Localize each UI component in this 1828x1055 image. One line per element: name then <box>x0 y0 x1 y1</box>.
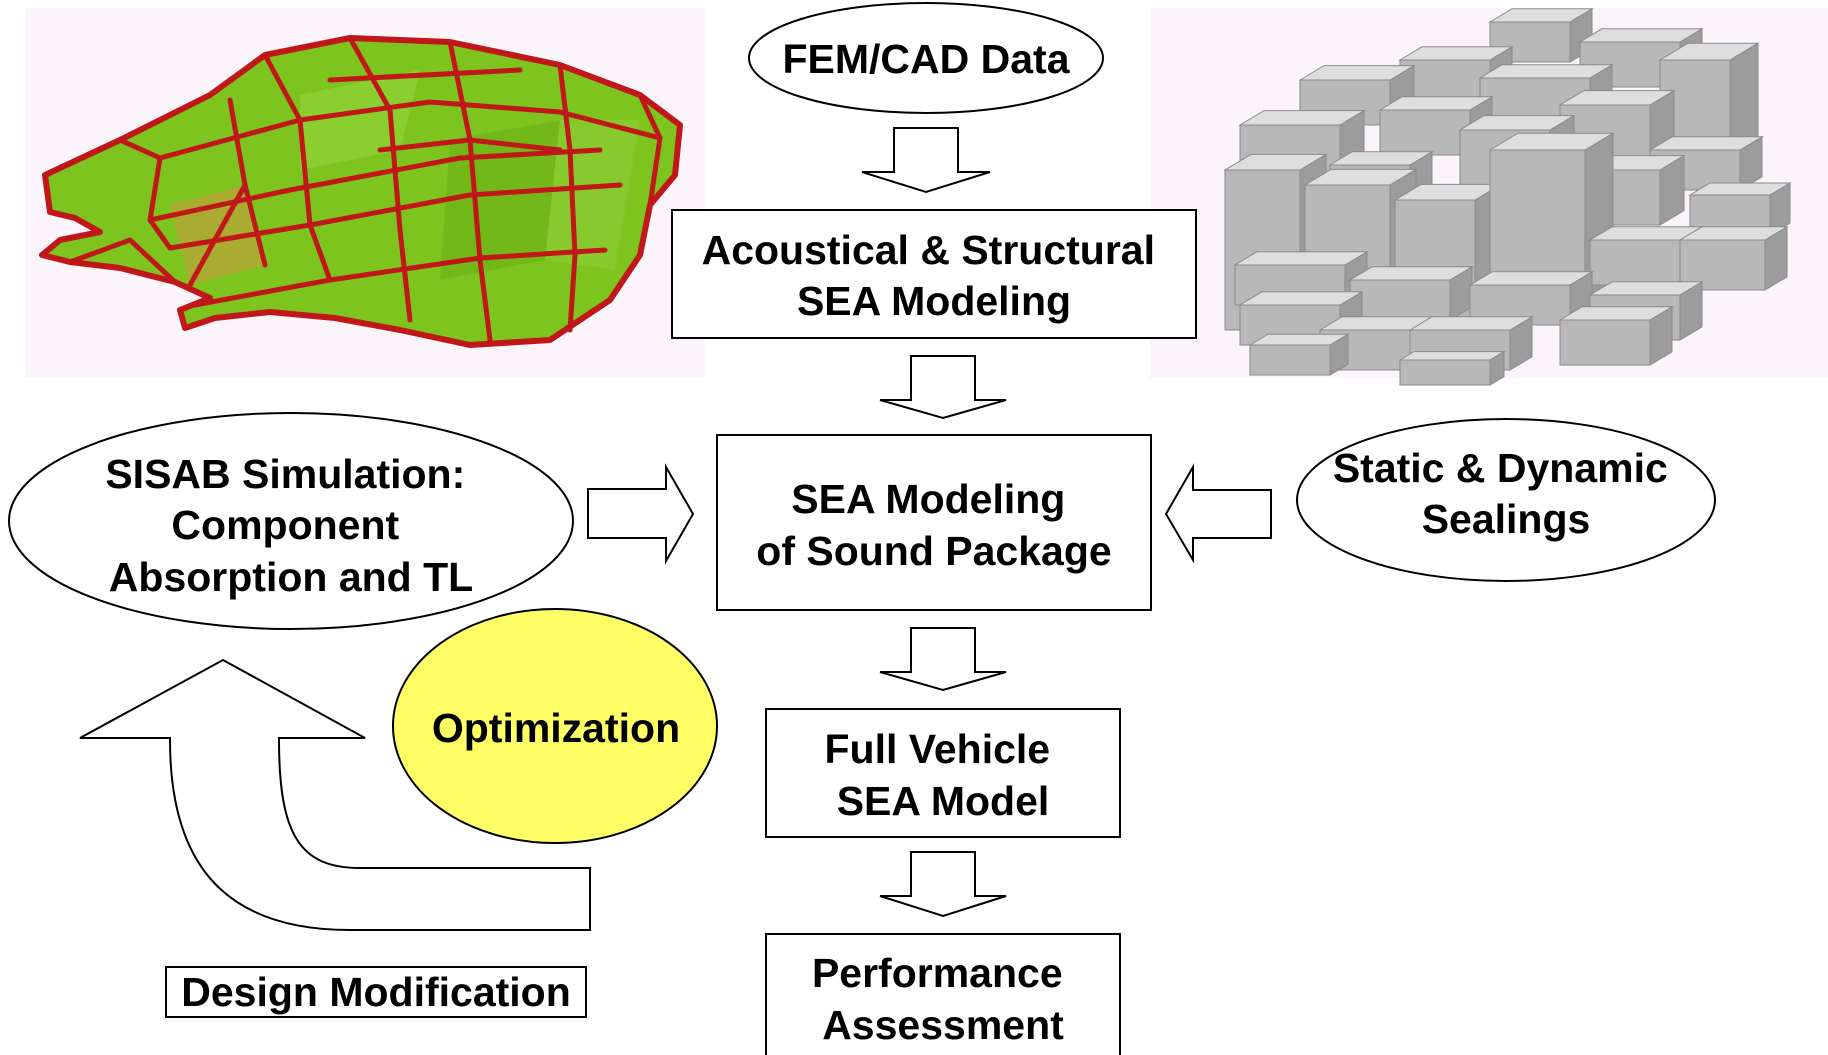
block-top-face <box>1468 271 1594 286</box>
block-top-face <box>1578 28 1704 43</box>
block-top-face <box>1348 266 1474 281</box>
arrow-acoustical-to-sound-package <box>879 355 1007 420</box>
sea-blocks-image <box>1150 7 1828 386</box>
block-front-face <box>1379 109 1471 156</box>
block-top-face <box>1658 42 1760 61</box>
box-acoustical-structural <box>671 209 1197 339</box>
block-top-face <box>1398 351 1506 361</box>
optimization-label: Optimization <box>432 705 680 751</box>
block-top-face <box>1678 226 1789 241</box>
car-frame-lines <box>67 35 663 343</box>
box-design-modification <box>165 966 587 1018</box>
full-vehicle-label: Full Vehicle SEA Model <box>825 726 1062 824</box>
ellipse-fem-cad <box>748 2 1104 114</box>
arrow-design-modification-return <box>79 658 591 931</box>
block-top-face <box>1233 251 1369 266</box>
arrow-sealings-to-sound-package <box>1164 463 1272 564</box>
block-top-face <box>1588 281 1704 296</box>
box-full-vehicle <box>765 708 1121 838</box>
block-top-face <box>1378 96 1494 111</box>
design-modification-label: Design Modification <box>181 969 571 1015</box>
car-facet <box>300 70 420 170</box>
block-top-face <box>1408 316 1534 331</box>
block-front-face <box>1589 239 1681 286</box>
block-front-face <box>1249 344 1331 376</box>
labels: FEM/CAD Data Acoustical & Structural SEA… <box>105 36 1679 1048</box>
sea-sound-package-label: SEA Modeling of Sound Package <box>756 476 1111 574</box>
block-top-face <box>1458 115 1576 131</box>
block-top-face <box>1248 333 1350 346</box>
block-top-face <box>1238 110 1366 126</box>
block-group <box>1223 7 1792 386</box>
fem-cad-label: FEM/CAD Data <box>782 36 1070 82</box>
boxes <box>165 209 1197 1055</box>
car-body-fem-image <box>25 8 705 378</box>
sisab-label: SISAB Simulation: Component Absorption a… <box>105 451 476 600</box>
block-top-face <box>1488 132 1615 151</box>
block-top-face <box>1558 90 1676 106</box>
block-top-face <box>1223 153 1328 171</box>
block-front-face <box>1399 359 1491 386</box>
block-top-face <box>1303 168 1418 186</box>
block-top-face <box>1488 8 1594 23</box>
acoustical-structural-label: Acoustical & Structural SEA Modeling <box>702 227 1167 324</box>
block-top-face <box>1648 136 1764 151</box>
performance-label: Performance Assessment <box>812 950 1074 1048</box>
block-front-face <box>1399 59 1491 101</box>
ellipse-optimization <box>392 608 718 844</box>
static-dynamic-label: Static & Dynamic Sealings <box>1333 445 1679 542</box>
block-top-face <box>1688 182 1792 196</box>
ellipses <box>8 2 1716 844</box>
ellipse-static-dynamic <box>1296 418 1716 582</box>
block-top-face <box>1558 306 1674 321</box>
arrow-full-vehicle-to-performance <box>879 851 1007 918</box>
box-sea-sound-package <box>716 434 1152 611</box>
box-performance <box>765 933 1121 1055</box>
block-front-face <box>1349 279 1451 321</box>
block-top-face <box>1328 151 1434 166</box>
flow-arrows <box>79 127 1272 931</box>
ellipse-sisab <box>8 412 574 630</box>
block-top-face <box>1398 46 1514 61</box>
block-top-face <box>1298 65 1416 81</box>
arrow-fem-to-acoustical <box>861 127 991 194</box>
block-front-face <box>1559 319 1651 366</box>
arrow-sound-package-to-full-vehicle <box>879 627 1007 692</box>
block-top-face <box>1238 291 1364 306</box>
block-top-face <box>1478 64 1614 79</box>
arrow-sisab-to-sound-package <box>587 463 695 565</box>
